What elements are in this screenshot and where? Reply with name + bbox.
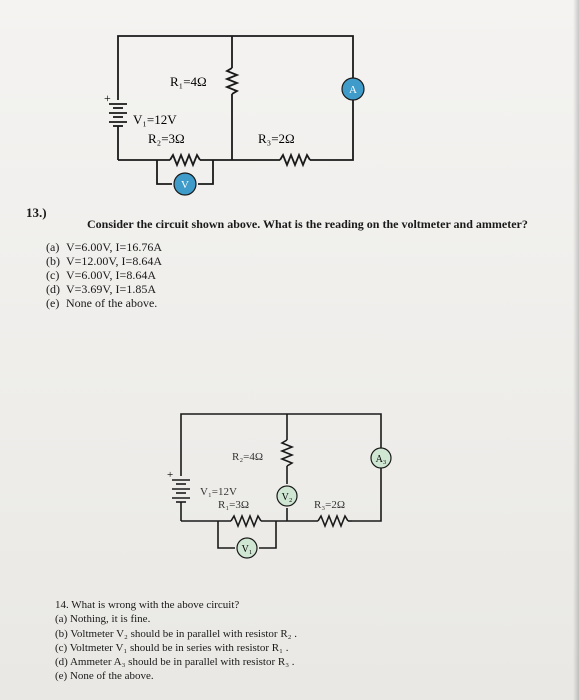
voltmeter-v1-label: V₁	[242, 544, 253, 555]
r3-label: R₃=2Ω	[258, 131, 295, 146]
question-13-choices: (a)V=6.00V, I=16.76A (b)V=12.00V, I=8.64…	[46, 240, 162, 310]
r3-label-q14: R₃=2Ω	[314, 499, 345, 511]
voltmeter-q13	[173, 172, 197, 196]
q14-choice-e: (e) None of the above.	[55, 670, 154, 683]
v1-label-q14: V₁=12V	[200, 486, 237, 498]
ammeter-label: A	[349, 84, 357, 96]
page-edge-shadow	[573, 0, 579, 700]
circuit-diagram-q13: A V R₁=4Ω V₁=12V R₂=3Ω R₃=2Ω +	[104, 35, 365, 196]
ammeter-q14-label: A₃	[376, 454, 387, 465]
voltmeter-v2	[276, 485, 298, 507]
v1-label: V₁=12V	[133, 112, 177, 127]
choice-d: (d)V=3.69V, I=1.85A	[46, 282, 156, 296]
question-14: 14. What is wrong with the above circuit…	[55, 598, 297, 684]
r2-label-q14: R₂=4Ω	[232, 451, 263, 463]
q14-choice-d: (d) Ammeter A₃ should be in parallel wit…	[55, 656, 295, 669]
battery-plus-q14: +	[167, 469, 173, 481]
ammeter-q13	[341, 77, 365, 101]
q14-choice-b: (b) Voltmeter V₂ should be in parallel w…	[55, 627, 297, 640]
ammeter-q14	[370, 447, 392, 469]
choice-a: (a)V=6.00V, I=16.76A	[46, 240, 162, 254]
voltmeter-v1	[236, 537, 258, 559]
q14-choice-c: (c) Voltmeter V₁ should be in series wit…	[55, 641, 289, 654]
q14-choice-a: (a) Nothing, it is fine.	[55, 613, 151, 626]
choice-c: (c)V=6.00V, I=8.64A	[46, 268, 156, 282]
question-13-prompt: Consider the circuit shown above. What i…	[87, 217, 528, 231]
choice-b: (b)V=12.00V, I=8.64A	[46, 254, 162, 268]
r1-label-q14: R₁=3Ω	[218, 499, 249, 511]
question-14-prompt: 14. What is wrong with the above circuit…	[55, 599, 240, 611]
question-13-number: 13.)	[26, 205, 47, 220]
battery-plus: +	[104, 91, 111, 105]
circuit-diagram-q14: A₃ V₂ V₁ R₂=4Ω V₁=12V R₁=3Ω R₃=2Ω +	[167, 413, 392, 559]
voltmeter-v2-label: V₂	[282, 492, 293, 503]
choice-e: (e)None of the above.	[46, 296, 158, 310]
voltmeter-label: V	[181, 179, 189, 191]
r1-label: R₁=4Ω	[170, 74, 207, 89]
r2-label: R₂=3Ω	[148, 131, 185, 146]
